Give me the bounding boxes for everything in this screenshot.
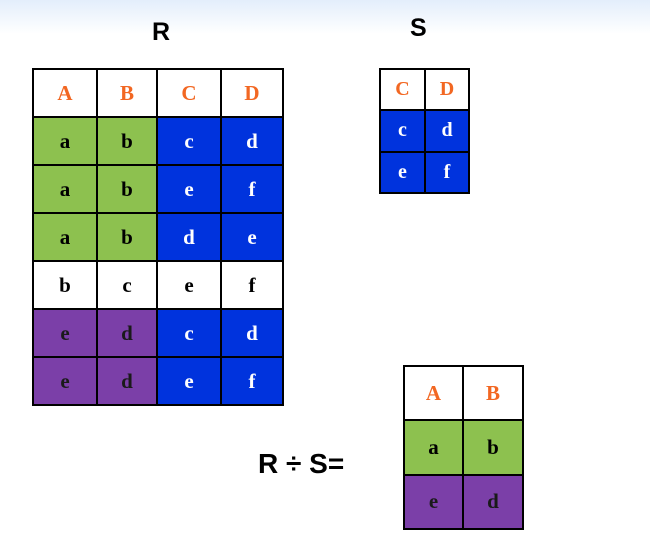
relation-r-table: A B C D a b c d a b e f a b d e b c e f … [32, 68, 284, 406]
table-row: e f [379, 150, 470, 195]
table-cell: e [32, 356, 98, 406]
table-row: a b d e [32, 212, 284, 262]
table-cell: d [220, 308, 284, 358]
table-row: a b c d [32, 116, 284, 166]
division-expression: R ÷ S= [258, 448, 345, 479]
table-cell: b [462, 419, 524, 476]
table-cell: a [32, 116, 98, 166]
table-cell: f [220, 356, 284, 406]
table-cell: e [156, 260, 222, 310]
header-cell-c: C [379, 67, 426, 112]
header-cell-d: D [424, 67, 470, 112]
table-row: c d [379, 109, 470, 153]
table-cell: c [156, 116, 222, 166]
table-cell: d [96, 356, 158, 406]
table-cell: b [96, 164, 158, 214]
header-cell-a: A [32, 68, 98, 118]
table-cell: e [156, 164, 222, 214]
table-cell: c [156, 308, 222, 358]
result-table: A B a b e d [403, 364, 524, 531]
table-cell: e [379, 150, 426, 195]
table-cell: c [379, 109, 426, 153]
header-cell-d: D [220, 68, 284, 118]
relation-s-title: S [410, 14, 427, 42]
table-row: e d c d [32, 308, 284, 358]
table-cell: a [32, 212, 98, 262]
relation-s-table: C D c d e f [379, 67, 470, 195]
relation-r-title: R [152, 18, 171, 46]
table-cell: d [156, 212, 222, 262]
header-cell-b: B [96, 68, 158, 118]
table-cell: a [403, 419, 464, 476]
table-row: a b e f [32, 164, 284, 214]
table-row: b c e f [32, 260, 284, 310]
table-cell: f [220, 164, 284, 214]
table-cell: a [32, 164, 98, 214]
table-cell: d [220, 116, 284, 166]
table-cell: f [424, 150, 470, 195]
table-header-row: A B [403, 364, 524, 422]
table-row: e d [403, 473, 524, 531]
table-cell: b [96, 116, 158, 166]
table-header-row: A B C D [32, 68, 284, 118]
table-cell: b [32, 260, 98, 310]
table-cell: f [220, 260, 284, 310]
table-cell: e [220, 212, 284, 262]
table-row: e d e f [32, 356, 284, 406]
table-cell: c [96, 260, 158, 310]
table-cell: d [96, 308, 158, 358]
table-cell: d [462, 473, 524, 531]
table-cell: e [156, 356, 222, 406]
table-cell: b [96, 212, 158, 262]
table-row: a b [403, 419, 524, 476]
table-cell: d [424, 109, 470, 153]
table-cell: e [32, 308, 98, 358]
header-cell-a: A [403, 364, 464, 422]
table-header-row: C D [379, 67, 470, 112]
table-cell: e [403, 473, 464, 531]
header-cell-b: B [462, 364, 524, 422]
header-cell-c: C [156, 68, 222, 118]
